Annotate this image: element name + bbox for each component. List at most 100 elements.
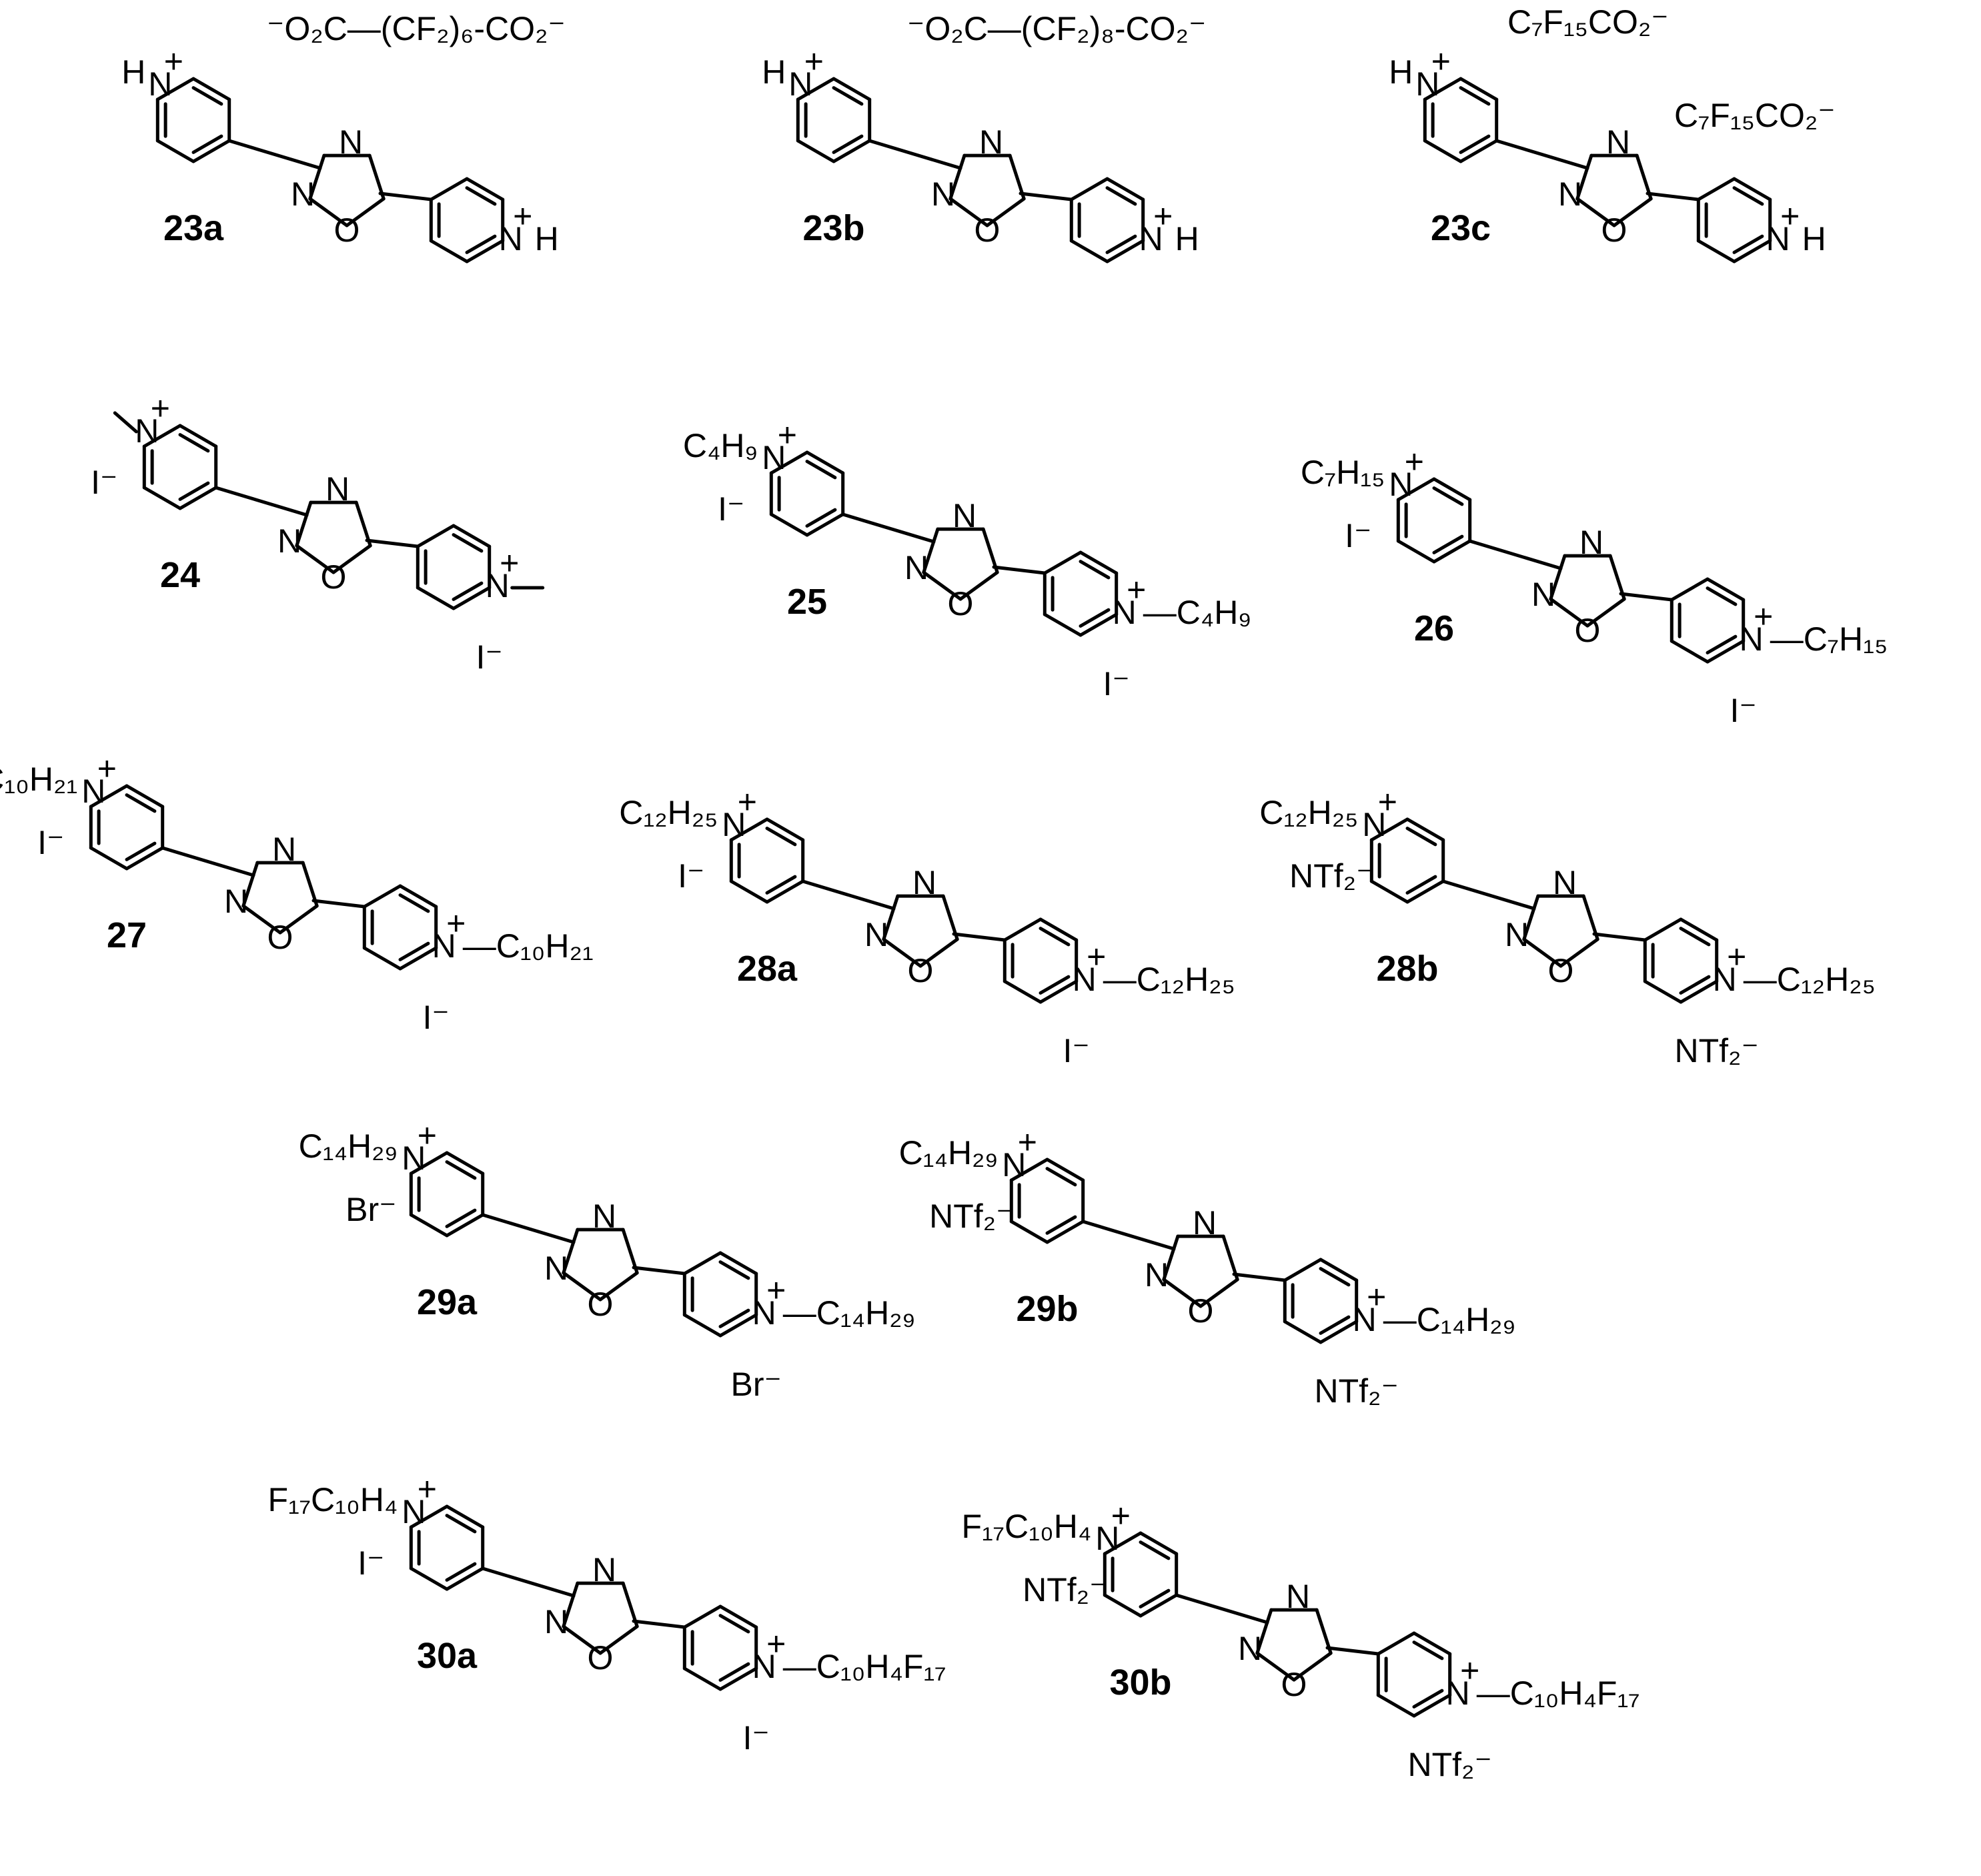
oxadiazole-bond [241, 861, 259, 908]
left-linker-bond [227, 139, 322, 170]
left-pyridinium-ring-bond [1009, 1220, 1049, 1244]
oxadiazole-bond [562, 1228, 580, 1275]
oxadiazole-bond [1199, 1278, 1239, 1308]
oxadiazole-bond [278, 904, 319, 935]
left-pyridinium-ring-bond [1396, 477, 1436, 502]
right-pyridinium-ring-bond [362, 884, 402, 909]
right-pyridinium-double-bond [1679, 975, 1711, 995]
right-pyridinium-ring-bond [1105, 177, 1145, 201]
left-alkyl-chain: F₁₇C₁₀H₄ [267, 1481, 398, 1518]
oxadiazole-bond [985, 197, 1026, 227]
oxadiazole-o1: O [974, 211, 1001, 249]
right-pyridinium-ring-bond [1732, 177, 1772, 201]
right-pyridinium-ring-bond [362, 946, 402, 971]
right-pyridinium-double-bond [718, 1260, 750, 1280]
right-pyridinium-ring-bond [1696, 239, 1736, 264]
oxadiazole-n2: N [224, 883, 248, 920]
right-pyridinium-double-bond [1039, 927, 1071, 947]
right-pyridinium-n: N [1713, 961, 1737, 998]
oxadiazole-bond [1559, 937, 1599, 968]
right-n-charge: + [1754, 598, 1773, 635]
oxadiazole-n4: N [1606, 123, 1630, 161]
oxadiazole-o1: O [267, 919, 293, 956]
left-pyridinium-double-bond [1432, 486, 1464, 506]
left-alkyl-chain: C₁₄H₂₉ [299, 1127, 398, 1165]
left-linker-bond [1468, 539, 1563, 570]
counterion: I⁻ [91, 464, 117, 501]
oxadiazole-bond [981, 527, 999, 574]
left-pyridinium-ring-bond [1432, 539, 1472, 564]
right-pyridinium-n: N [752, 1294, 776, 1332]
oxadiazole-o1: O [588, 1286, 614, 1323]
oxadiazole-n2: N [1531, 576, 1555, 613]
left-n-charge: + [418, 1117, 437, 1154]
left-pyridinium-n: N [1362, 806, 1386, 843]
counterion: I⁻ [1103, 665, 1130, 702]
counterion: NTf₂⁻ [929, 1198, 1013, 1235]
oxadiazole-o1: O [334, 211, 360, 249]
right-n-hydrogen: H [1175, 220, 1199, 258]
left-pyridinium-double-bond [832, 86, 864, 106]
right-pyridinium-ring-bond [1706, 639, 1746, 664]
oxadiazole-o1: O [588, 1639, 614, 1677]
oxadiazole-n2: N [544, 1603, 568, 1640]
right-pyridinium-n: N [1446, 1675, 1470, 1712]
left-pyridinium-ring-bond [796, 139, 836, 163]
right-pyridinium-double-bond [398, 893, 430, 913]
left-pyridinium-n: N [81, 773, 105, 810]
right-pyridinium-ring-bond [1079, 550, 1119, 575]
counterion: I⁻ [358, 1544, 384, 1582]
left-pyridinium-ring-bond [769, 450, 809, 475]
right-pyridinium-double-bond [1079, 608, 1111, 628]
left-linker-bond [1175, 1593, 1269, 1624]
right-pyridinium-double-bond [1319, 1315, 1351, 1335]
left-alkyl-chain: C₁₂H₂₅ [619, 794, 718, 831]
right-linker-bond [632, 1266, 686, 1276]
left-pyridinium-ring-bond [1459, 139, 1499, 163]
right-pyridinium-ring-bond [416, 524, 456, 548]
left-pyridinium-ring-bond [89, 846, 129, 871]
left-pyridinium-ring-bond [191, 139, 231, 163]
oxadiazole-o1: O [1281, 1666, 1307, 1703]
left-pyridinium-ring-bond [796, 77, 836, 101]
left-pyridinium-ring-bond [1103, 1531, 1143, 1556]
right-n-charge: + [766, 1625, 786, 1663]
left-pyridinium-n: N [1002, 1146, 1026, 1184]
left-pyridinium-double-bond [191, 86, 223, 106]
left-alkyl-chain: C₁₂H₂₅ [1259, 794, 1358, 831]
compound-label: 28b [1376, 949, 1438, 989]
right-pyridinium-ring-bond [416, 586, 456, 610]
right-pyridinium-n: N [432, 927, 456, 965]
counterion: NTf₂⁻ [1408, 1746, 1492, 1783]
oxadiazole-bond [295, 544, 336, 574]
right-linker-bond [378, 191, 433, 201]
oxadiazole-n2: N [864, 916, 888, 953]
compound-label: 25 [787, 582, 827, 622]
left-pyridinium-double-bond [1139, 1540, 1171, 1560]
compound-label: 30a [417, 1636, 478, 1676]
compound-label: 27 [107, 915, 147, 955]
right-pyridinium-double-bond [1039, 975, 1071, 995]
left-pyridinium-double-bond [1405, 827, 1437, 847]
oxadiazole-o1: O [1601, 211, 1627, 249]
right-pyridinium-n: N [1073, 961, 1097, 998]
oxadiazole-o1: O [321, 558, 347, 596]
right-pyridinium-ring-bond [1043, 550, 1083, 575]
oxadiazole-bond [1522, 937, 1563, 968]
left-methyl-bond [113, 411, 138, 434]
right-pyridinium-ring-bond [452, 524, 492, 548]
right-pyridinium-n: N [1353, 1301, 1377, 1338]
oxadiazole-n2: N [931, 175, 955, 213]
oxadiazole-n4: N [339, 123, 363, 161]
left-pyridinium-ring-bond [445, 1566, 485, 1591]
left-n-charge: + [1405, 443, 1424, 480]
oxadiazole-bond [1581, 894, 1599, 941]
left-pyridinium-ring-bond [409, 1566, 449, 1591]
right-pyridinium-ring-bond [465, 239, 505, 264]
oxadiazole-bond [1255, 1608, 1273, 1655]
oxadiazole-o1: O [948, 585, 974, 622]
left-pyridinium-double-bond [191, 134, 223, 154]
counterion: I⁻ [423, 999, 450, 1036]
